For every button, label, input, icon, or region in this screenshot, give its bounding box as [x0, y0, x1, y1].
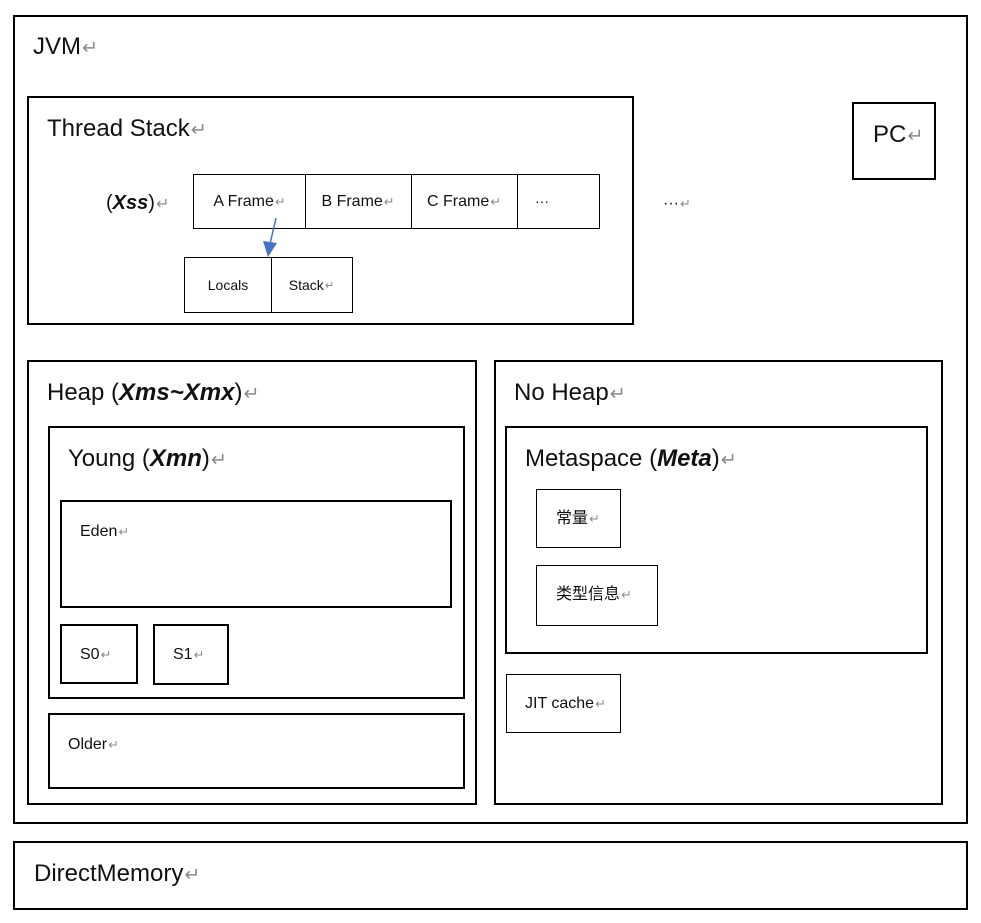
- jit-cache-box: JIT cache↵: [506, 674, 621, 733]
- frame-more: ···: [535, 193, 549, 209]
- constants-title: 常量↵: [556, 510, 600, 527]
- frame-part-stack: Stack↵: [288, 277, 335, 293]
- type-info-title: 类型信息↵: [556, 586, 632, 603]
- thread-stack-box: Thread Stack↵: [27, 96, 634, 325]
- eden-box: Eden↵: [60, 500, 452, 608]
- pc-box: PC↵: [852, 102, 936, 180]
- s1-box: S1↵: [153, 624, 229, 685]
- eden-title: Eden↵: [80, 523, 130, 540]
- frame-b: B Frame↵: [305, 175, 412, 228]
- pc-title: PC↵: [873, 121, 924, 148]
- older-title: Older↵: [68, 736, 119, 753]
- older-box: Older↵: [48, 713, 465, 789]
- jvm-title: JVM↵: [33, 33, 99, 60]
- frames-row: A Frame↵ B Frame↵ C Frame↵ ···: [193, 174, 600, 229]
- direct-memory-box: DirectMemory↵: [13, 841, 968, 910]
- type-info-box: 类型信息↵: [536, 565, 658, 626]
- direct-memory-title: DirectMemory↵: [34, 860, 201, 887]
- frame-a: A Frame↵: [194, 175, 306, 228]
- more-threads-ellipsis: ···↵: [663, 195, 691, 212]
- s0-title: S0↵: [80, 646, 112, 663]
- frame-c: C Frame↵: [411, 175, 518, 228]
- s0-box: S0↵: [60, 624, 138, 684]
- no-heap-title: No Heap↵: [514, 379, 626, 406]
- s1-title: S1↵: [173, 646, 205, 663]
- xss-param: (Xss)↵: [106, 192, 170, 214]
- constants-box: 常量↵: [536, 489, 621, 548]
- frame-part-locals: Locals: [185, 258, 272, 312]
- young-title: Young (Xmn)↵: [68, 445, 227, 472]
- jit-cache-title: JIT cache↵: [525, 695, 606, 712]
- heap-title: Heap (Xms~Xmx)↵: [47, 379, 260, 406]
- metaspace-title: Metaspace (Meta)↵: [525, 445, 737, 472]
- thread-stack-title: Thread Stack↵: [47, 115, 207, 142]
- frame-parts-row: Locals Stack↵: [184, 257, 353, 313]
